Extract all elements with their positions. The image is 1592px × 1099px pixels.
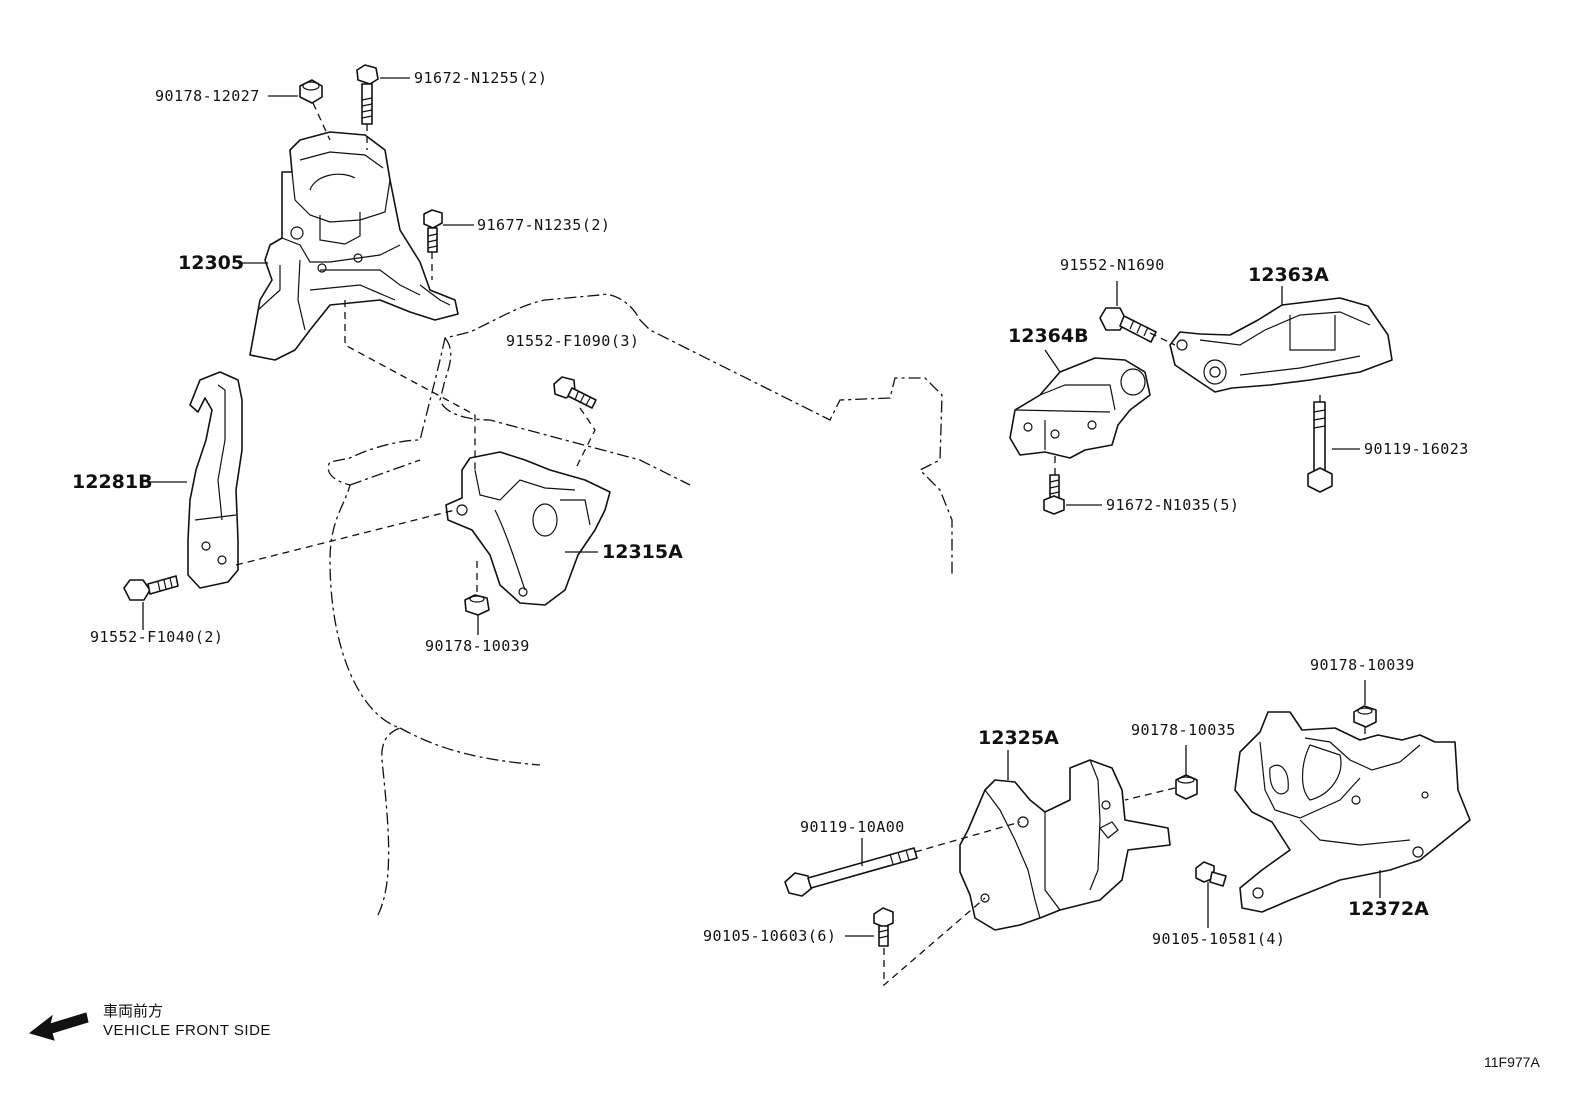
front-label-en: VEHICLE FRONT SIDE <box>103 1022 271 1039</box>
label-90178-10039-right: 90178-10039 <box>1310 656 1415 674</box>
fastener-nut-90178-12027 <box>299 79 323 104</box>
leader-lines <box>142 77 1381 937</box>
fastener-bolt-91552-F1090 <box>553 376 597 409</box>
label-12325A: 12325A <box>978 727 1059 749</box>
fastener-bolt-91552-N1690 <box>1099 307 1157 343</box>
fastener-bolt-90105-10603 <box>873 907 894 947</box>
label-90178-10039-left: 90178-10039 <box>425 637 530 655</box>
fastener-bolt-90105-10581 <box>1195 861 1227 887</box>
label-12363A: 12363A <box>1248 264 1329 286</box>
bracket-12325A <box>959 759 1171 931</box>
label-91672-N1255: 91672-N1255(2) <box>414 69 547 87</box>
fastener-nut-90178-10039-left <box>464 594 490 616</box>
front-arrow-icon <box>28 1012 89 1041</box>
label-90178-12027: 90178-12027 <box>155 87 260 105</box>
transmission-mount-12372A <box>1234 711 1471 913</box>
label-90119-16023: 90119-16023 <box>1364 440 1469 458</box>
label-12315A: 12315A <box>602 541 683 563</box>
engine-outline <box>327 293 953 916</box>
front-label-jp: 車両前方 <box>103 1002 164 1020</box>
label-90119-10A00: 90119-10A00 <box>800 818 905 836</box>
label-12305: 12305 <box>178 252 244 274</box>
bracket-12364B <box>1009 357 1151 459</box>
fastener-bolt-91672-N1255 <box>356 64 379 125</box>
fastener-bolt-91672-N1035 <box>1043 474 1065 515</box>
fastener-nut-90178-10035 <box>1175 774 1198 800</box>
fastener-nut-90178-10039-right <box>1353 705 1377 728</box>
engine-mount-12305 <box>249 131 459 361</box>
assembly-lines <box>235 102 1366 987</box>
label-12372A: 12372A <box>1348 898 1429 920</box>
torque-rod-12363A <box>1169 297 1393 393</box>
label-91552-N1690: 91552-N1690 <box>1060 256 1165 274</box>
fastener-bolt-90119-16023 <box>1307 401 1333 493</box>
bracket-12281B <box>187 371 243 589</box>
fastener-bolt-91552-F1040 <box>123 575 179 601</box>
label-91672-N1035: 91672-N1035(5) <box>1106 496 1239 514</box>
drawing-code: 11F977A <box>1484 1054 1540 1070</box>
label-12364B: 12364B <box>1008 325 1089 347</box>
label-90105-10603: 90105-10603(6) <box>703 927 836 945</box>
label-91552-F1090: 91552-F1090(3) <box>506 332 639 350</box>
label-91552-F1040: 91552-F1040(2) <box>90 628 223 646</box>
label-91677-N1235: 91677-N1235(2) <box>477 216 610 234</box>
part-labels: 90178-12027 91672-N1255(2) 91677-N1235(2… <box>72 69 1469 948</box>
label-90105-10581: 90105-10581(4) <box>1152 930 1285 948</box>
label-12281B: 12281B <box>72 471 153 493</box>
label-90178-10035: 90178-10035 <box>1131 721 1236 739</box>
fastener-bolt-91677-N1235 <box>423 209 443 253</box>
fastener-bolt-90119-10A00 <box>784 847 918 897</box>
bracket-12315A <box>445 451 611 606</box>
